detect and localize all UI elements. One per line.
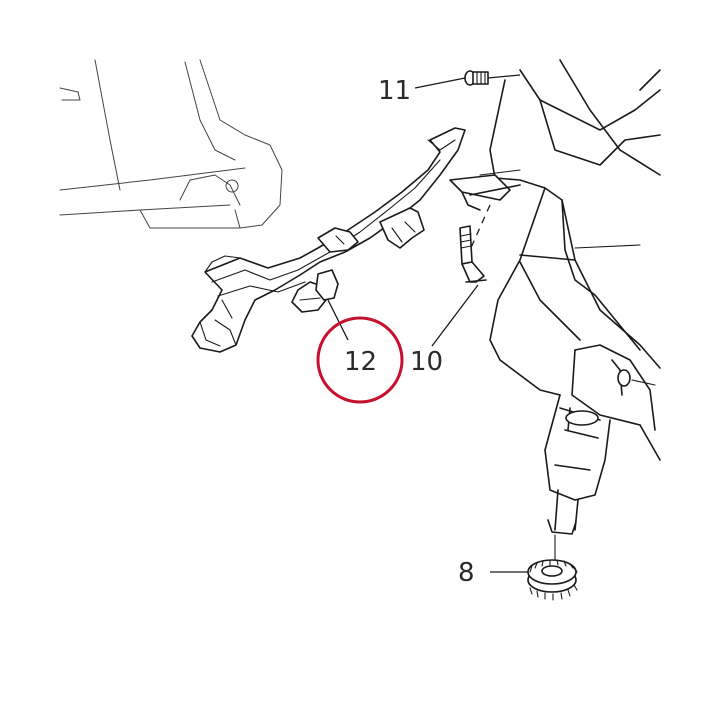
leader-12 bbox=[327, 299, 349, 341]
part-12-bracket bbox=[191, 127, 466, 353]
part-8-gear bbox=[490, 534, 578, 601]
main-frame-body bbox=[449, 59, 661, 461]
part-11-screw bbox=[414, 70, 521, 89]
callout-8: 8 bbox=[458, 558, 475, 588]
background-housing-left bbox=[59, 59, 283, 229]
lower-stem bbox=[544, 394, 611, 535]
callout-11: 11 bbox=[378, 76, 411, 106]
callout-10: 10 bbox=[410, 347, 443, 377]
highlight-circle bbox=[316, 316, 404, 404]
part-10-pin bbox=[431, 204, 491, 347]
callout-12: 12 bbox=[344, 347, 377, 377]
